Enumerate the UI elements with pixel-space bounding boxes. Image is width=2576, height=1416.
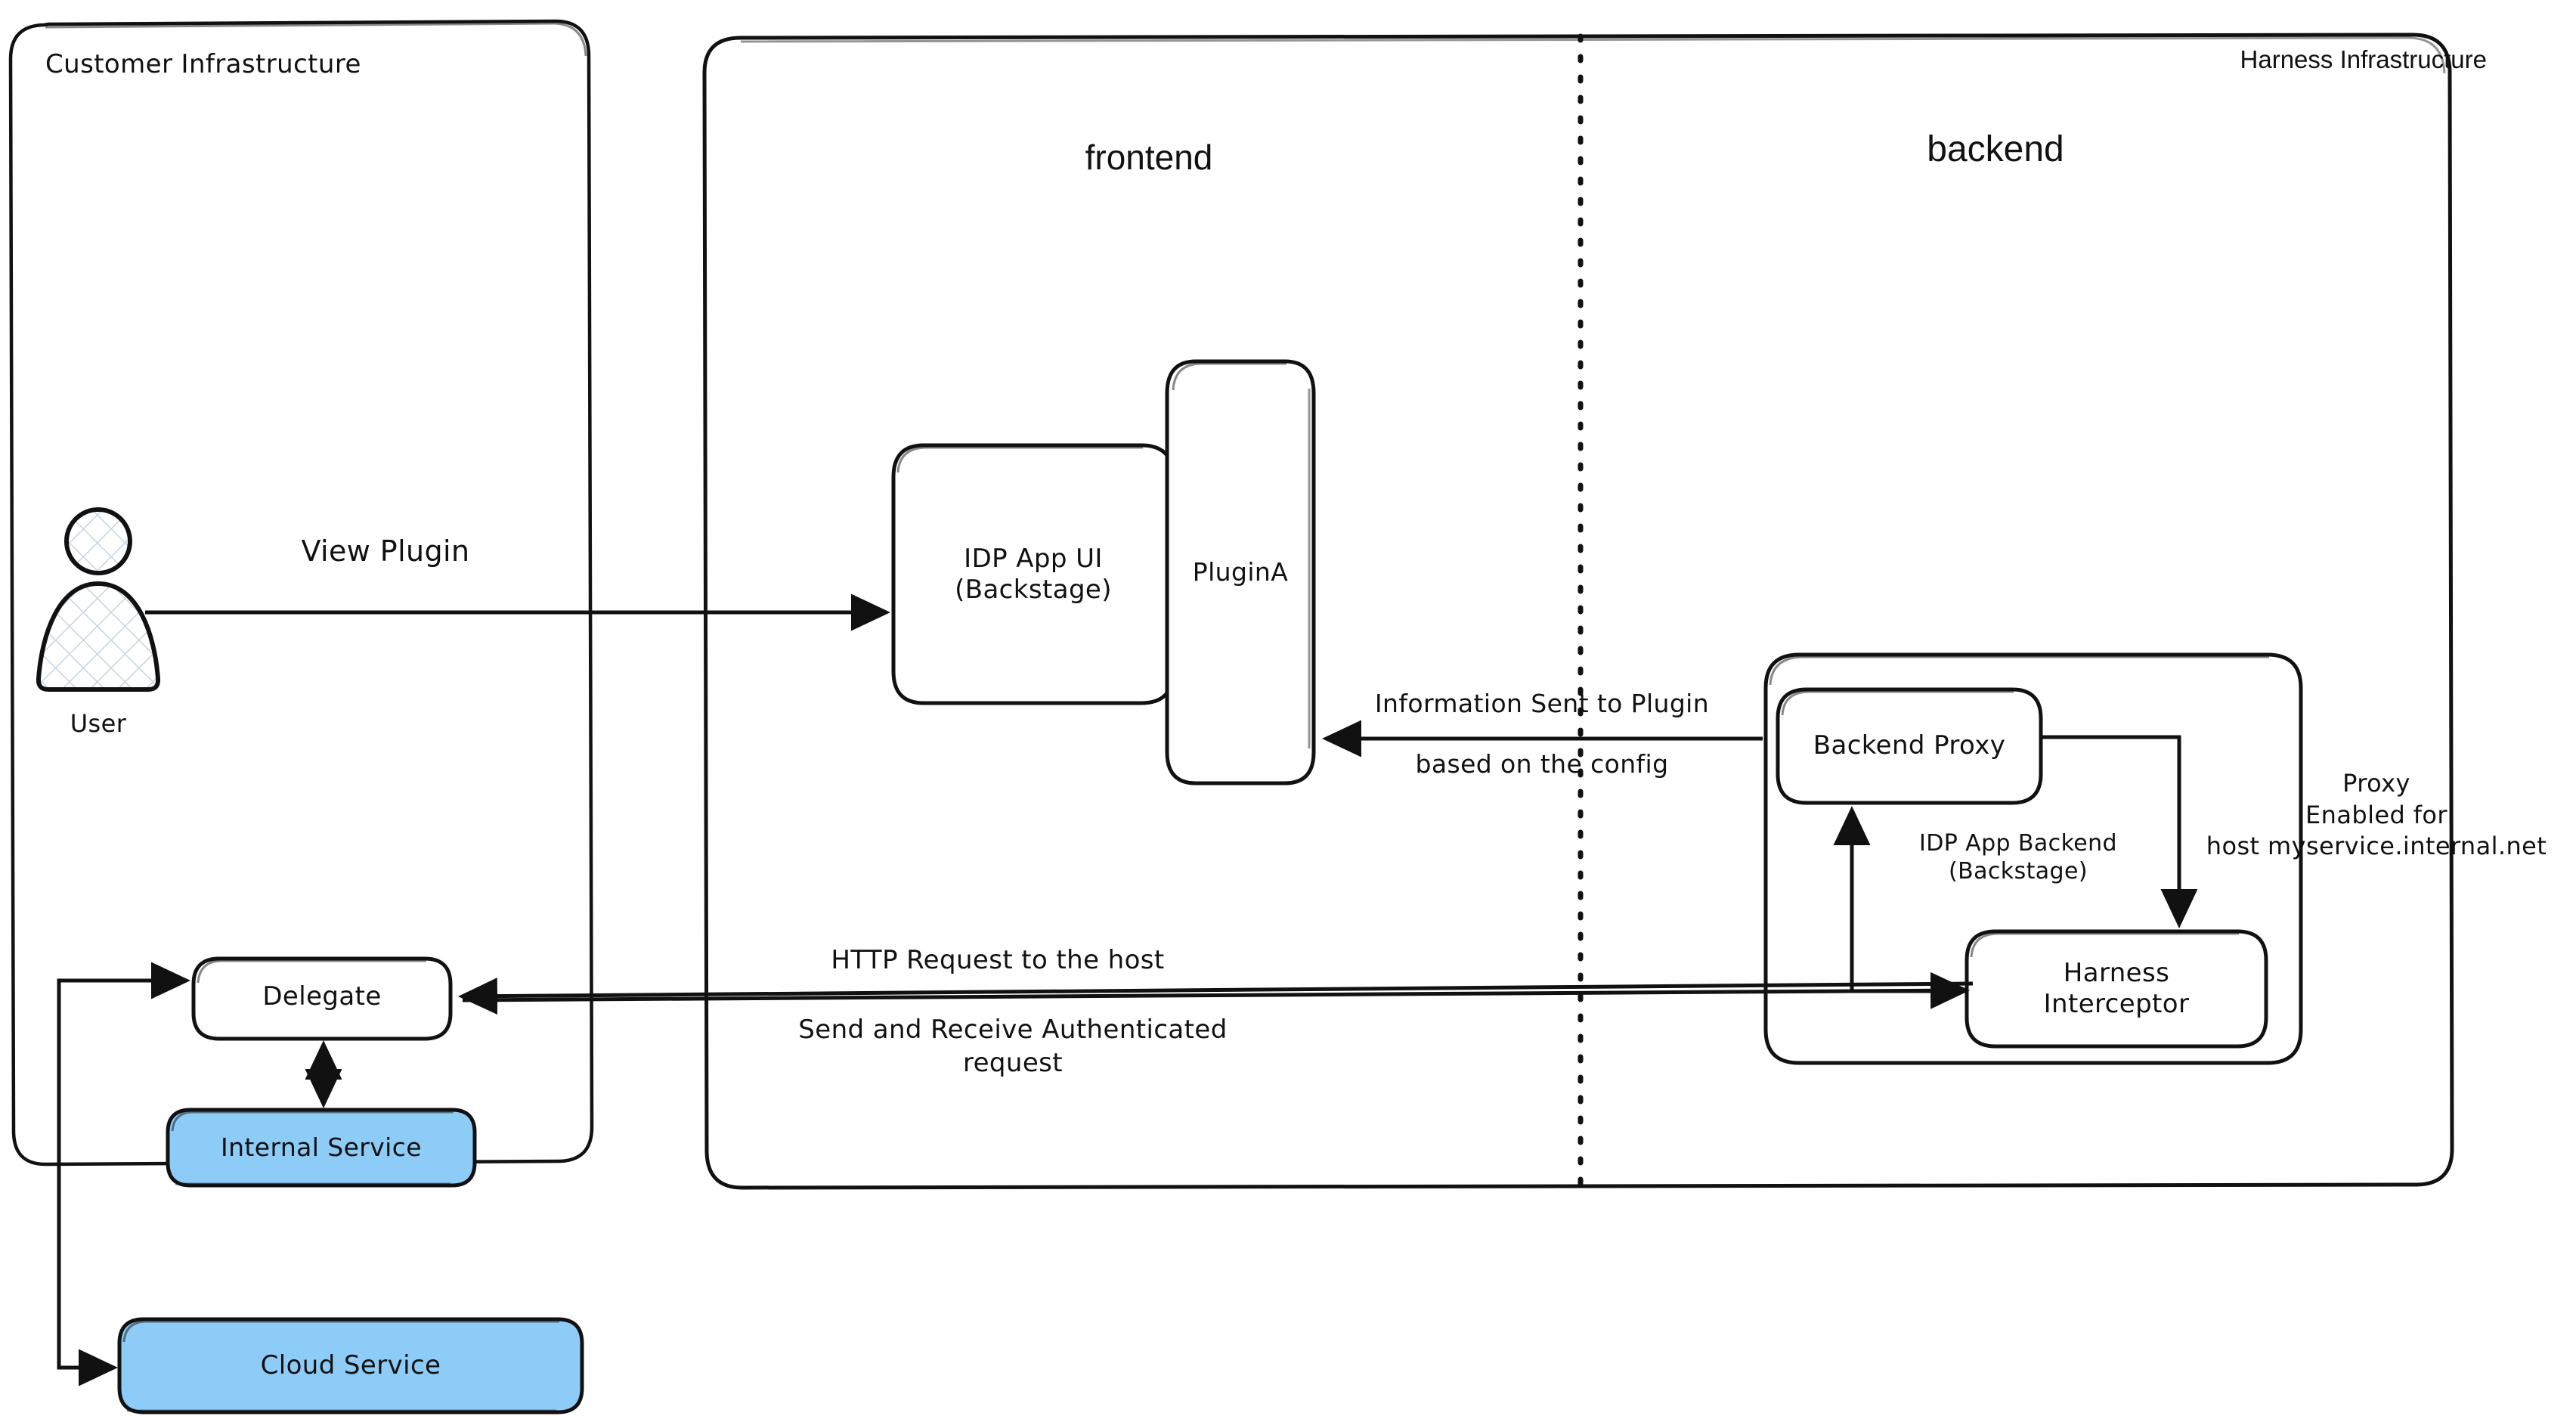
proxy-enabled-line2: Enabled for bbox=[2305, 800, 2448, 829]
send-receive-line1: Send and Receive Authenticated bbox=[798, 1015, 1228, 1045]
edge-label-http-request: HTTP Request to the host bbox=[831, 945, 1165, 975]
edge-label-send-receive: Send and Receive Authenticated request bbox=[771, 1013, 1255, 1080]
container-harness-infrastructure bbox=[702, 33, 2454, 1190]
node-delegate[interactable] bbox=[191, 956, 453, 1041]
edge-label-information-sent-bottom: based on the config bbox=[1415, 749, 1669, 779]
container-idp-app-backend bbox=[1763, 652, 2303, 1065]
edge-delegate-to-interceptor-lower bbox=[462, 971, 1970, 1009]
node-backend-proxy[interactable] bbox=[1776, 687, 2043, 805]
edge-label-proxy-enabled: Proxy Enabled for host myservice.interna… bbox=[2177, 768, 2576, 863]
edge-interceptor-to-backend-proxy bbox=[1833, 805, 1967, 993]
node-idp-app-ui[interactable] bbox=[891, 443, 1175, 705]
edge-interceptor-to-delegate-upper bbox=[458, 978, 1974, 1015]
edge-delegate-to-cloud-service bbox=[57, 962, 191, 1387]
send-receive-line2: request bbox=[962, 1048, 1064, 1079]
edge-label-information-sent-top: Information Sent to Plugin bbox=[1374, 689, 1710, 718]
proxy-enabled-line1: Proxy bbox=[2342, 769, 2410, 798]
edge-label-view-plugin: View Plugin bbox=[301, 534, 470, 568]
node-harness-interceptor[interactable] bbox=[1965, 929, 2268, 1049]
node-plugin-a[interactable] bbox=[1165, 359, 1316, 785]
user-actor-icon bbox=[36, 507, 161, 692]
node-cloud-service[interactable] bbox=[117, 1317, 584, 1414]
proxy-enabled-line3: host myservice.internal.net bbox=[2206, 832, 2547, 861]
edge-backend-proxy-to-interceptor bbox=[2041, 735, 2198, 929]
node-internal-service[interactable] bbox=[166, 1108, 477, 1188]
